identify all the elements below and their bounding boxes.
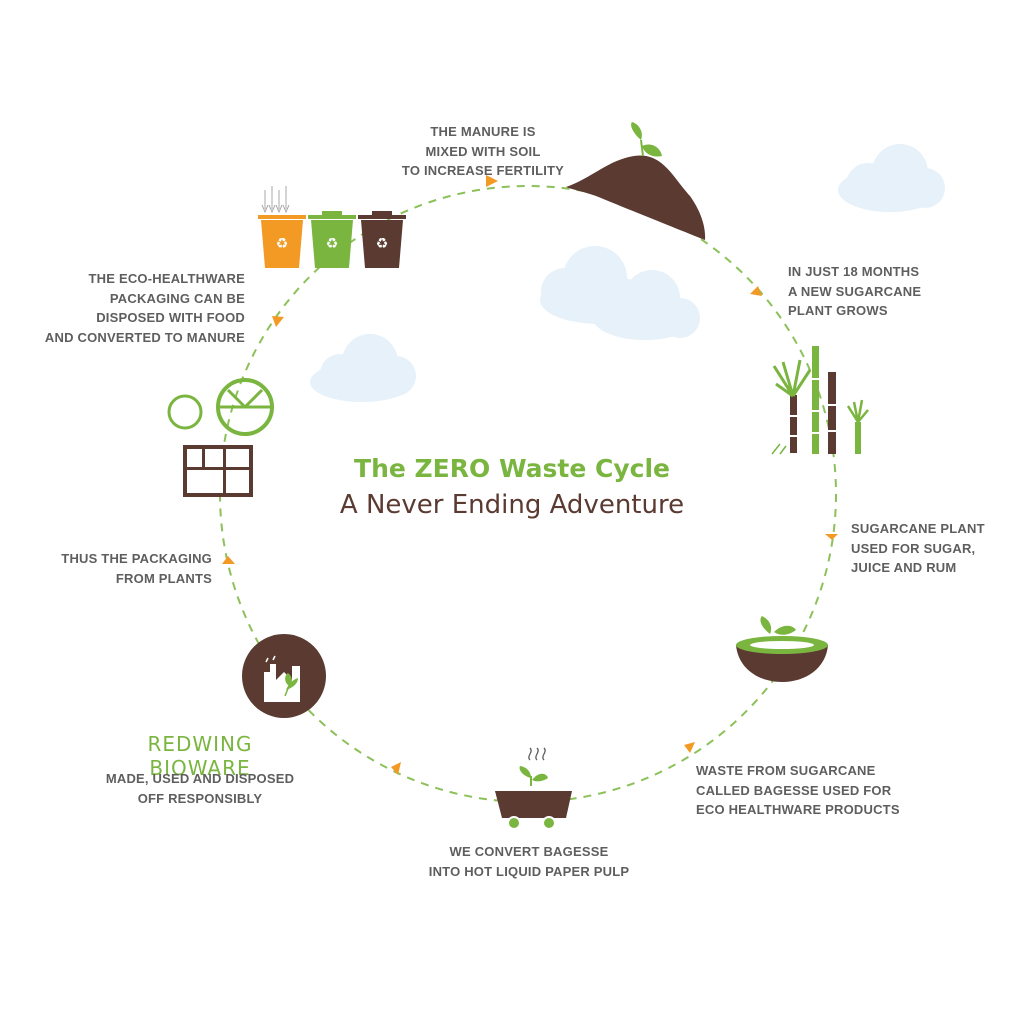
step-waste-label: WASTE FROM SUGARCANE CALLED BAGESSE USED… [696, 761, 936, 820]
label-line: DISPOSED WITH FOOD [96, 310, 245, 325]
svg-text:♻: ♻ [326, 236, 339, 252]
label-line: ECO HEALTHWARE PRODUCTS [696, 802, 900, 817]
label-line: WASTE FROM SUGARCANE [696, 763, 876, 778]
direction-arrow-icon [222, 175, 838, 775]
tableware-icon [167, 378, 274, 497]
factory-icon [242, 634, 326, 718]
label-line: THUS THE PACKAGING [61, 551, 212, 566]
step-disposal-label: THE ECO-HEALTHWARE PACKAGING CAN BE DISP… [10, 269, 245, 347]
label-line: USED FOR SUGAR, [851, 540, 976, 556]
label-line: PLANT GROWS [788, 303, 888, 318]
label-line: SUGARCANE PLANT [851, 521, 985, 536]
svg-text:♻: ♻ [276, 236, 289, 252]
step-packaging-label: THUS THE PACKAGING FROM PLANTS [20, 549, 212, 588]
step-sugarcane-grows-label: IN JUST 18 MONTHS A NEW SUGARCANE PLANT … [788, 262, 988, 321]
cloud-icon [310, 334, 416, 402]
recycle-bins-icon: ♻ ♻ ♻ [258, 186, 406, 268]
step-manure-label: THE MANURE IS MIXED WITH SOIL TO INCREAS… [388, 122, 578, 181]
label-line: MIXED WITH SOIL [425, 143, 541, 159]
step-convert-label: WE CONVERT BAGESSE INTO HOT LIQUID PAPER… [384, 842, 674, 881]
label-line: FROM PLANTS [115, 570, 212, 586]
label-line: JUICE AND RUM [851, 560, 957, 575]
label-line: CALLED BAGESSE USED FOR [696, 782, 892, 798]
label-line: PACKAGING CAN BE [109, 290, 245, 306]
diagram-title: The ZERO Waste Cycle [354, 454, 670, 483]
step-sugar-use-label: SUGARCANE PLANT USED FOR SUGAR, JUICE AN… [851, 519, 1021, 578]
soil-mound-icon [566, 122, 706, 240]
brand-name: REDWING BIOWARE [147, 732, 253, 780]
cloud-icon [540, 246, 700, 340]
label-line: TO INCREASE FERTILITY [401, 163, 565, 178]
coconut-bowl-icon [736, 616, 828, 682]
label-line: INTO HOT LIQUID PAPER PULP [428, 863, 630, 879]
label-line: WE CONVERT BAGESSE [449, 844, 609, 859]
cloud-icon [838, 144, 945, 212]
svg-text:♻: ♻ [376, 236, 389, 252]
label-line: A NEW SUGARCANE [788, 283, 922, 299]
label-line: THE ECO-HEALTHWARE [88, 271, 245, 286]
sugarcane-icon [771, 346, 869, 455]
label-line: OFF RESPONSIBLY [137, 790, 263, 806]
label-line: MADE, USED AND DISPOSED [105, 771, 295, 786]
diagram-subtitle: A Never Ending Adventure [339, 490, 685, 520]
pulp-cart-icon [495, 747, 572, 830]
step-responsible-label: MADE, USED AND DISPOSED OFF RESPONSIBLY [90, 769, 310, 808]
label-line: AND CONVERTED TO MANURE [44, 329, 245, 345]
label-line: IN JUST 18 MONTHS [788, 264, 920, 279]
label-line: THE MANURE IS [430, 124, 536, 139]
